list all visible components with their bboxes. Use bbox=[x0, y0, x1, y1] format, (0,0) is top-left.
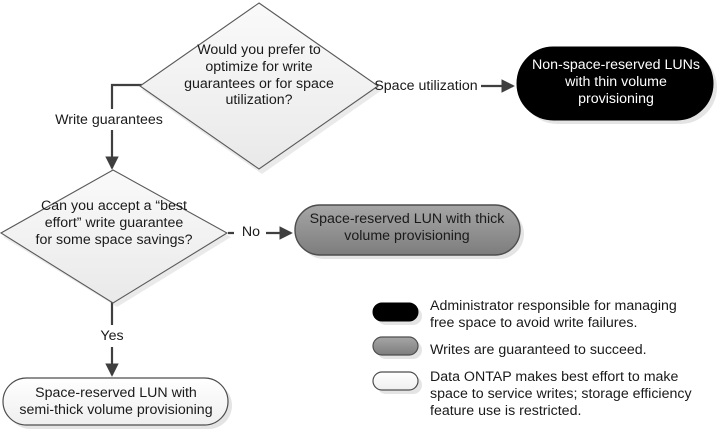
edge-label-yes: Yes bbox=[100, 328, 124, 344]
terminal-node-black[interactable] bbox=[516, 46, 714, 121]
connector-write-guarantees bbox=[110, 83, 150, 109]
decision-node-2-label: Can you accept a “best effort” write gua… bbox=[35, 198, 193, 248]
decision-node-1[interactable] bbox=[139, 2, 379, 170]
legend-swatch-gray bbox=[372, 336, 419, 356]
legend-item-black-text: Administrator responsible for managing f… bbox=[430, 298, 677, 332]
legend-swatch-black bbox=[372, 302, 419, 322]
terminal-node-white[interactable] bbox=[2, 377, 229, 426]
terminal-node-gray[interactable] bbox=[294, 204, 521, 256]
edge-label-space-utilization: Space utilization bbox=[374, 78, 478, 94]
terminal-node-black-label: Non-space-reserved LUNs with thin volume… bbox=[532, 57, 700, 107]
decision-node-1-label: Would you prefer to optimize for write g… bbox=[184, 42, 334, 109]
edge-label-write-guarantees: Write guarantees bbox=[55, 112, 163, 128]
terminal-node-white-label: Space-reserved LUN with semi-thick volum… bbox=[19, 385, 213, 418]
edge-label-no: No bbox=[241, 224, 261, 240]
legend-swatch-white bbox=[372, 371, 419, 391]
terminal-node-gray-label: Space-reserved LUN with thick volume pro… bbox=[309, 211, 505, 244]
legend-item-white-text: Data ONTAP makes best effort to make spa… bbox=[430, 369, 692, 420]
decision-node-2[interactable] bbox=[0, 169, 229, 304]
legend-item-gray-text: Writes are guaranteed to succeed. bbox=[430, 342, 647, 358]
